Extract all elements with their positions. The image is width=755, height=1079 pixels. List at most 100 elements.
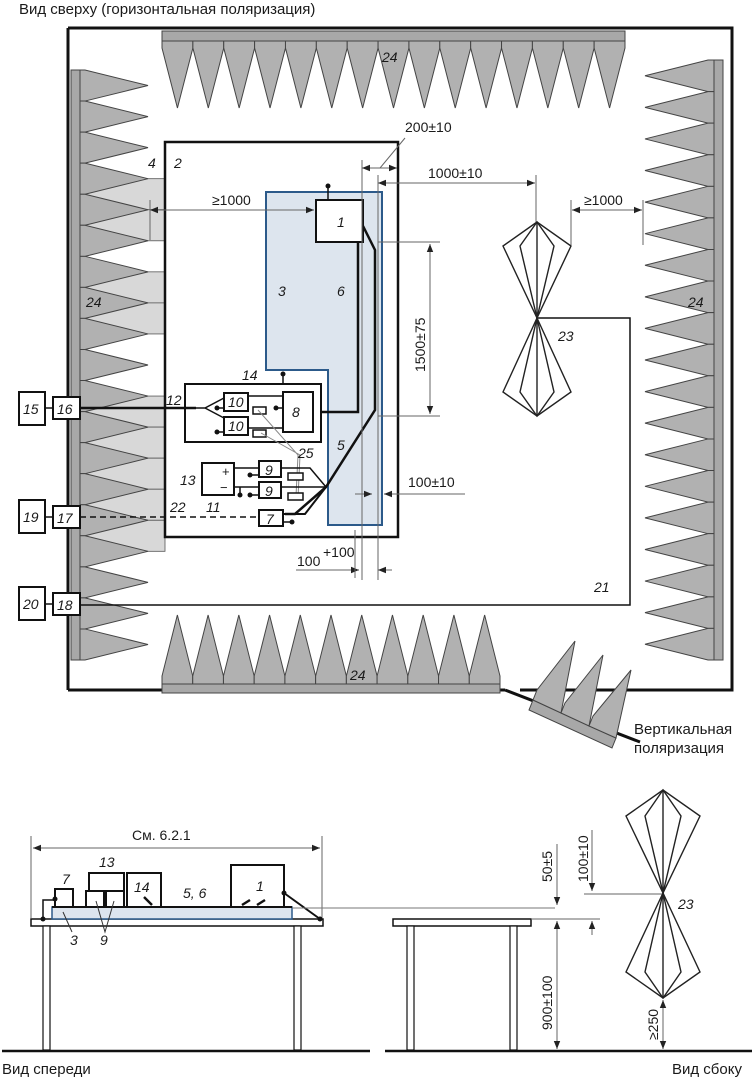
top-view-title: Вид сверху (горизонтальная поляризация) [19,1,315,18]
absorber-cone [79,473,149,506]
box-10-upper [223,392,249,412]
label-box-9-upper: 9 [265,462,273,478]
label-box-14-front: 14 [134,879,150,895]
absorber-cone [284,40,317,109]
antenna-biconical-top [502,220,572,418]
dim-100-sup: +100 [323,544,355,560]
label-cable-25: 25 [297,445,314,461]
label-table: 2 [173,155,182,171]
absorber-cone [644,91,715,124]
label-cable-12: 12 [166,392,182,408]
box-9a-front [85,890,105,908]
label-antenna-side: 23 [677,896,694,912]
label-box-7: 7 [266,511,275,527]
label-cable-11: 11 [206,499,221,515]
dim-50-5: 50±5 [539,851,555,882]
absorber-base [70,69,81,661]
label-absorber-left: 24 [85,294,102,310]
absorber-cone [562,40,595,109]
dim-1500: 1500±75 [412,317,428,372]
absorber-cone [192,40,225,109]
absorber-cone [644,438,715,472]
dim-front-width: См. 6.2.1 [132,827,191,843]
absorber-right [644,59,724,661]
absorber-cone [532,640,576,714]
absorber-base [713,59,724,661]
absorber-cone [644,627,715,661]
ground-pad-top-view [265,191,383,526]
label-absorber-bottom: 24 [349,667,366,683]
absorber-cone [644,406,715,440]
antenna-biconical-side [625,788,701,1000]
absorber-cone [644,154,715,187]
vertical-polarization-line1: Вертикальная [634,721,732,738]
table-side-view [392,918,532,927]
absorber-cone [644,343,715,377]
absorber-top [161,30,626,109]
absorber-cone [315,40,348,109]
label-eut-front: 1 [256,878,264,894]
absorber-base [161,683,501,694]
absorber-cone [501,40,533,109]
absorber-cone [79,535,149,568]
absorber-bottom [161,614,501,694]
absorber-diagonal [528,640,632,749]
label-box-9-front: 9 [100,932,108,948]
absorber-cone [79,286,149,319]
absorber-cone [468,614,501,685]
absorber-cone [644,217,715,250]
label-antenna: 23 [557,328,574,344]
absorber-cone [588,669,632,739]
absorber-cone [79,442,149,475]
absorber-cone [644,280,715,314]
absorber-cone [223,40,256,109]
absorber-cone [79,566,149,599]
absorber-cone [315,614,347,685]
table-leg-left [42,925,51,1051]
absorber-cone [644,470,715,503]
label-cable-5: 5 [337,437,345,453]
power-supply-13 [201,462,235,496]
label-box-14: 14 [242,367,258,383]
absorber-cone [644,122,715,156]
absorber-cone [644,59,715,93]
label-box-8: 8 [292,404,300,420]
dim-ge250: ≥250 [645,1009,661,1040]
dim-ge1000-left: ≥1000 [212,192,251,208]
label-cable-6: 6 [337,283,345,299]
box-18 [52,592,81,616]
label-cables-5-6-front: 5, 6 [183,885,207,901]
label-eut: 1 [337,214,345,230]
absorber-cone [79,193,149,226]
minus-sign: − [220,480,228,495]
label-box-19: 19 [23,509,39,525]
absorber-cone [79,224,149,257]
box-10-lower [223,416,249,436]
dimension-lines [149,137,644,580]
label-absorber-fill: 4 [148,155,156,171]
box-17 [52,505,81,529]
absorber-cone [79,100,149,133]
ground-pad-front [51,906,293,920]
absorber-cone [438,614,470,685]
label-box-10-upper: 10 [228,394,244,410]
label-power-13-front: 13 [99,854,115,870]
box-7-front [54,888,74,908]
box-14-front [126,872,162,908]
absorber-left [70,69,166,661]
label-box-17: 17 [57,510,74,526]
absorber-cone [644,596,715,629]
absorber-cone [644,248,715,282]
absorber-cone [161,614,194,685]
box-9-lower [258,481,282,499]
label-cable-21: 21 [593,579,610,595]
absorber-cone [79,317,149,350]
label-ground-pad: 3 [278,283,286,299]
dim-100-base: 100 [297,553,321,569]
front-view-title: Вид спереди [2,1061,91,1078]
absorber-cone [79,131,149,164]
plus-sign: + [222,464,230,479]
absorber-cone [79,628,149,661]
dim-ge1000-right: ≥1000 [584,192,623,208]
